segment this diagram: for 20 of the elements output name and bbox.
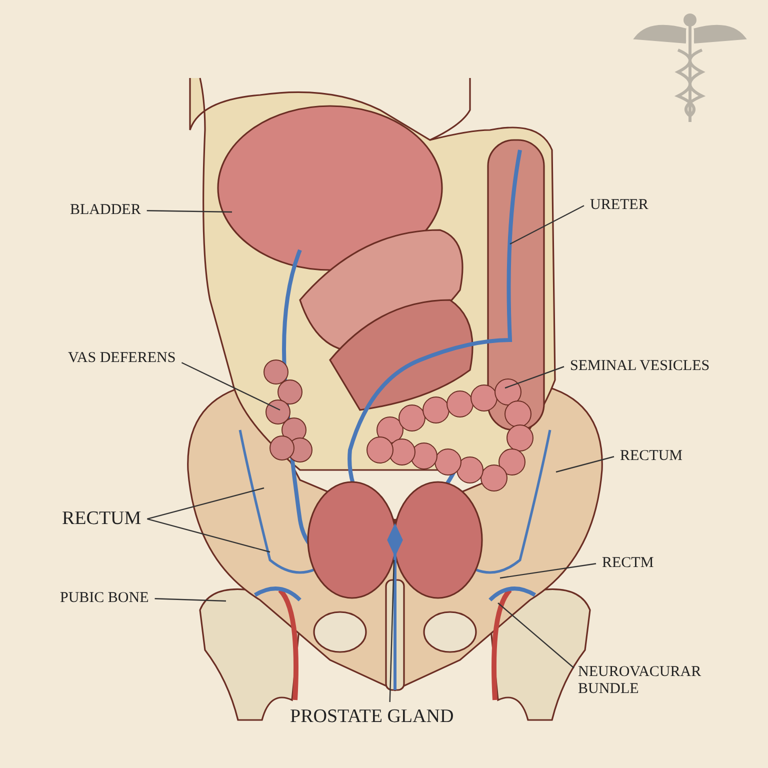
leader-line: [500, 563, 596, 579]
leader-line: [181, 362, 280, 411]
part-label: PUBIC BONE: [60, 590, 149, 608]
leader-line: [147, 487, 264, 520]
part-label: PROSTATE GLAND: [290, 706, 454, 728]
part-label: URETER: [590, 197, 648, 214]
leader-line: [504, 366, 564, 389]
part-label: BLADDER: [70, 202, 141, 220]
leader-line: [154, 598, 226, 602]
part-label: SEMINAL VESICLES: [570, 358, 710, 376]
leader-line: [147, 518, 270, 553]
part-label: RECTM: [602, 555, 654, 572]
leader-line: [498, 602, 574, 668]
leader-line: [389, 560, 395, 702]
part-label: NEUROVACURAR BUNDLE: [578, 664, 728, 698]
part-label: RECTUM: [620, 448, 683, 466]
leader-line: [146, 210, 232, 213]
part-label: VAS DEFERENS: [68, 350, 176, 368]
leader-line: [510, 205, 584, 245]
part-label: RECTUM: [62, 508, 142, 530]
